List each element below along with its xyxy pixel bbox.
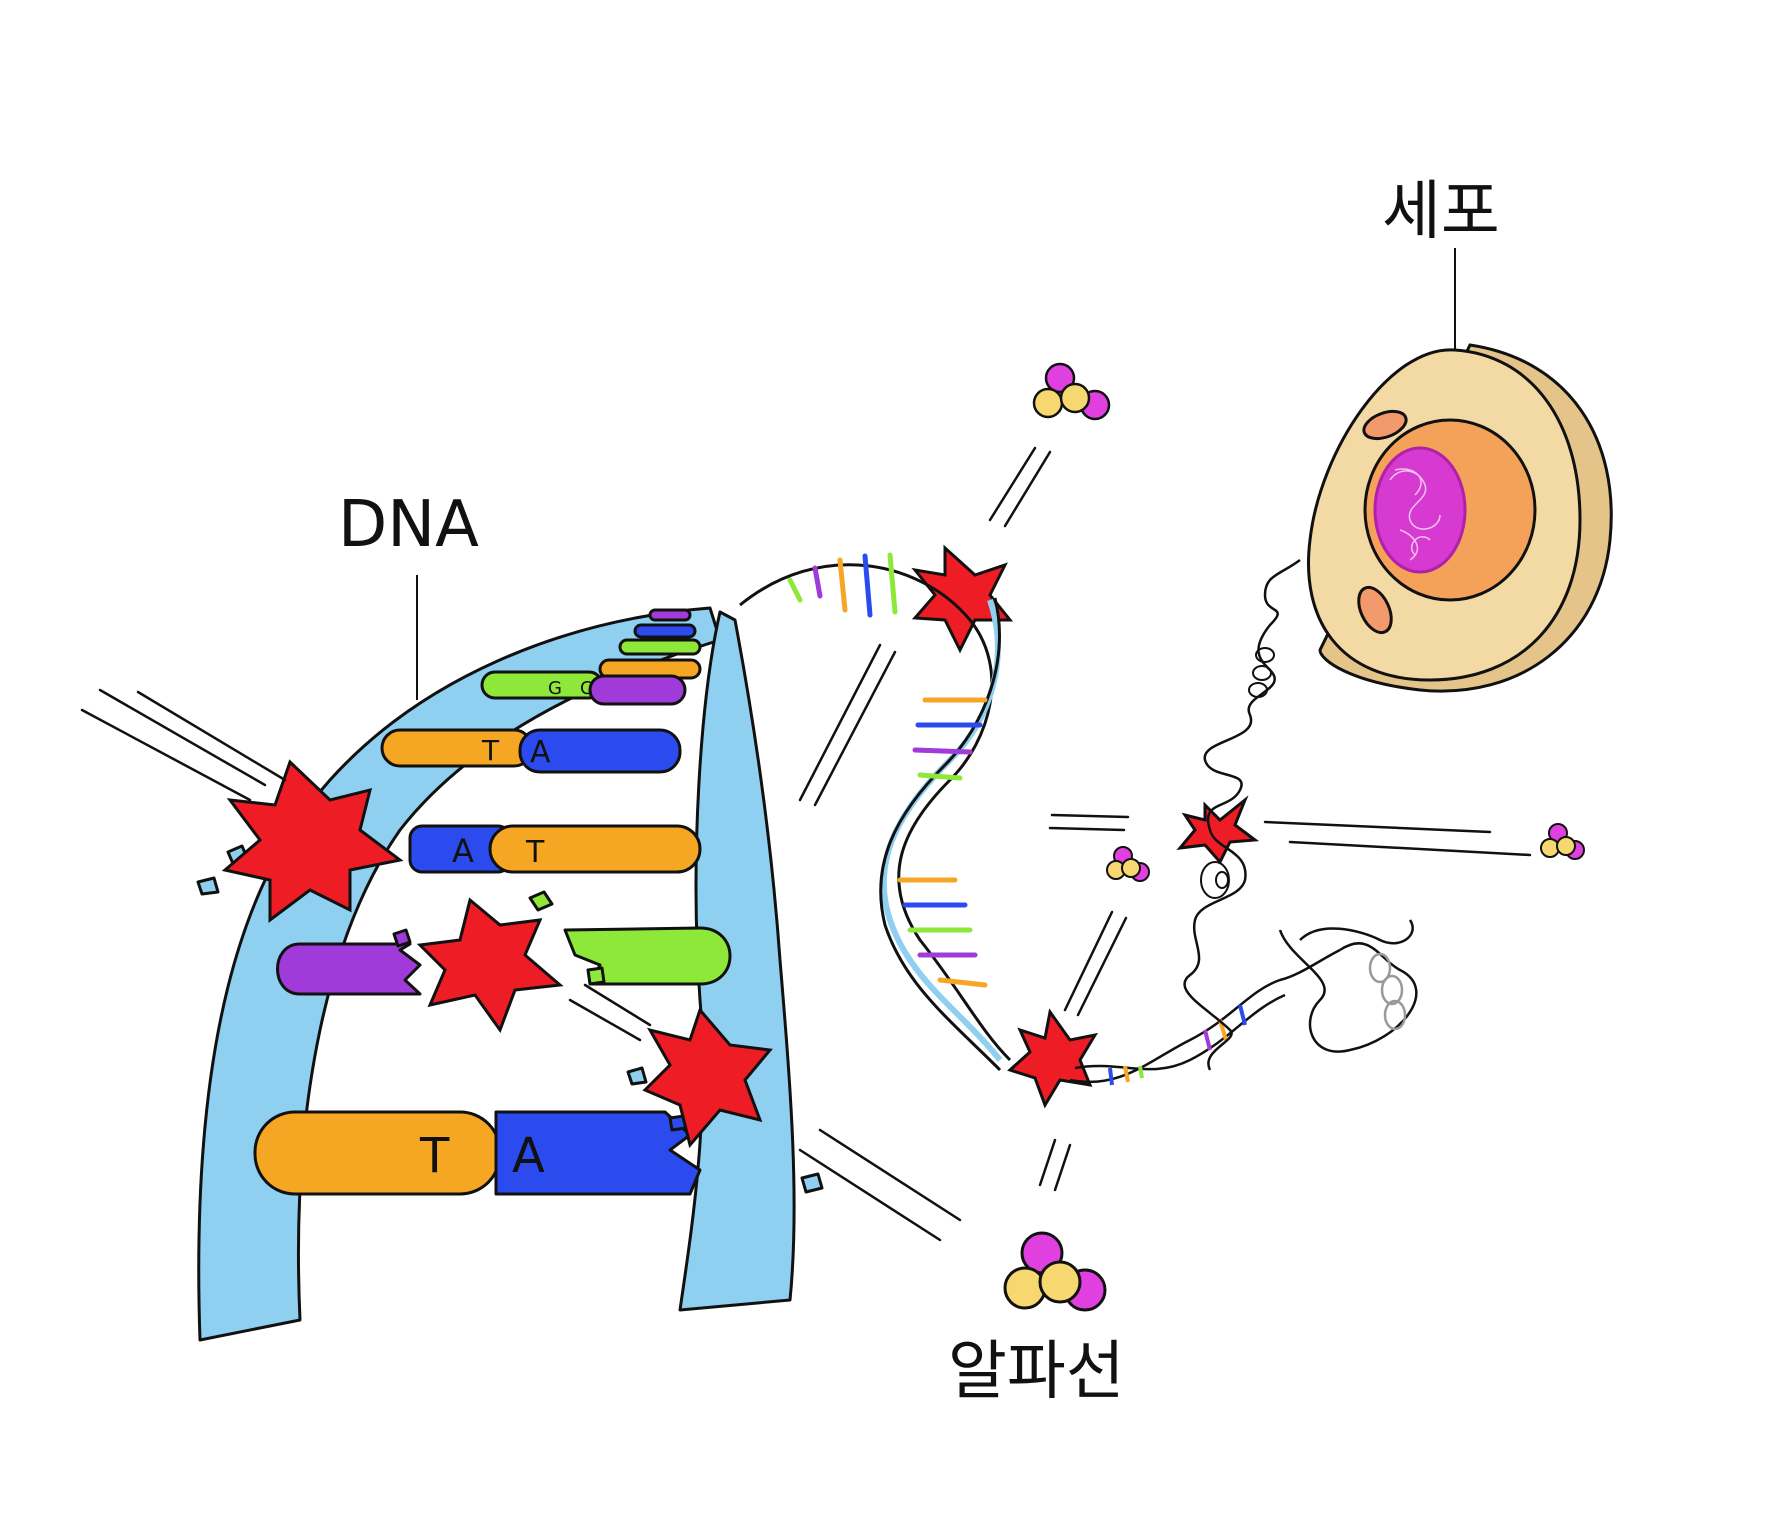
damage-bursts [221, 544, 1260, 1149]
organelle [1357, 585, 1393, 635]
dna-helix-small [1069, 919, 1418, 1086]
alpha-particle-icon [1106, 846, 1150, 882]
rung-tiny-1 [648, 608, 692, 622]
rung-ta1-right [518, 728, 682, 774]
radiation-tracks [80, 446, 1532, 1242]
rung-gc-right [588, 674, 687, 706]
rung-ta2-left [253, 1110, 502, 1196]
damage-burst-icon [1176, 795, 1260, 865]
damage-burst-icon [642, 1007, 773, 1149]
helix-strand [1074, 993, 1286, 1071]
base-a-label-1: A [530, 735, 551, 770]
rung-at-right [488, 824, 702, 874]
base-t-label-1: T [481, 734, 500, 767]
chromatin-coil [1278, 929, 1418, 1053]
rung-ta1-left [380, 728, 534, 768]
dna-thread [1183, 558, 1301, 1071]
dna-label: DNA [338, 488, 479, 562]
base-t-label-3: T [419, 1128, 450, 1184]
rung-ta2-right [494, 1110, 702, 1196]
chromatin-coil [1299, 919, 1414, 945]
dna-closeup: G C T A A T T A [196, 606, 824, 1342]
debris-fragment [196, 876, 220, 896]
nucleus-chromatin [1373, 446, 1467, 574]
rung-broken-purple [276, 942, 422, 996]
debris-fragment [626, 1066, 648, 1086]
alpha-particle-icon [1003, 1231, 1107, 1312]
damage-burst-icon [1007, 1008, 1099, 1109]
organelle [1362, 409, 1408, 441]
cell-label: 세포 [1382, 175, 1500, 249]
chromatin-texture [1389, 468, 1441, 561]
helix-strand [880, 599, 1003, 1062]
dna-helix-middle [739, 552, 1012, 1072]
damage-burst-icon [221, 759, 404, 923]
base-g-label: G [548, 678, 562, 699]
base-c-label: C [580, 678, 593, 699]
debris-fragment [800, 1172, 824, 1194]
rung-broken-green [563, 926, 732, 986]
thread-loops [1200, 647, 1275, 899]
helix-strand [1069, 948, 1341, 1084]
helix-rungs [787, 552, 988, 988]
damage-burst-icon [416, 897, 564, 1034]
rung-tiny-3 [618, 638, 702, 656]
alpha-particle-label: 알파선 [948, 1335, 1125, 1409]
helix-strand [879, 597, 1002, 1072]
base-a-label-2: A [452, 832, 474, 870]
debris-fragment [392, 928, 412, 948]
debris-fragment [528, 890, 554, 912]
damage-burst-icon [911, 544, 1014, 654]
debris-fragment [586, 966, 606, 986]
cell [1307, 343, 1613, 693]
rung-tiny-2 [633, 623, 697, 639]
base-a-label-3: A [512, 1128, 545, 1184]
base-t-label-2: T [525, 835, 545, 870]
alpha-particle-icon [1540, 823, 1585, 860]
alpha-particle-icon [1032, 362, 1111, 421]
